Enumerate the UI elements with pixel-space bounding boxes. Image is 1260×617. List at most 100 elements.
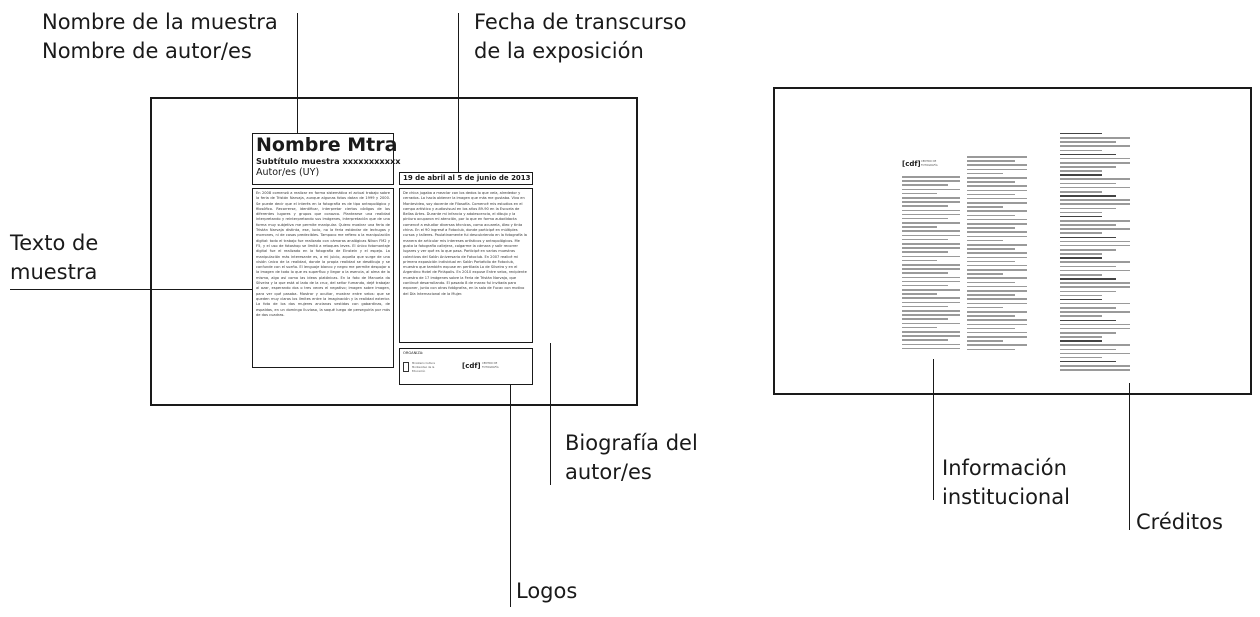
text-line-placeholder (902, 226, 937, 228)
sample-text: En 2008 comenzó a realizar en forma sist… (256, 191, 390, 317)
text-line-placeholder (902, 234, 960, 237)
text-line-placeholder (1060, 141, 1116, 143)
text-line-placeholder (1060, 282, 1130, 284)
text-line-placeholder (1060, 261, 1130, 263)
text-line-placeholder (1060, 249, 1116, 251)
text-line-placeholder (967, 273, 1003, 275)
text-line-placeholder (902, 326, 937, 329)
text-line-placeholder (1060, 203, 1130, 205)
text-line-placeholder (1060, 298, 1102, 301)
text-line-placeholder (1060, 294, 1102, 297)
text-line-placeholder (1060, 356, 1102, 359)
logos-box: ORGANIZA: Ministerio Cultura Montevideo … (399, 348, 533, 385)
text-line-placeholder (1060, 265, 1116, 268)
text-line-placeholder (967, 277, 1027, 280)
text-line-placeholder (967, 181, 1015, 183)
text-line-placeholder (967, 185, 1027, 187)
text-line-placeholder (967, 218, 1027, 221)
text-line-placeholder (902, 335, 960, 337)
text-line-placeholder (967, 243, 1027, 246)
callout-date-line1: Fecha de transcurso (474, 10, 687, 34)
cdf-logo-text: CENTRO DE FOTOGRAFÍA (482, 362, 499, 369)
leader-line-logos (510, 385, 511, 607)
text-line-placeholder (1060, 219, 1130, 222)
text-line-placeholder (1060, 228, 1130, 230)
date-box: 19 de abril al 5 de junio de 2013 (399, 172, 533, 185)
callout-credits: Créditos (1136, 510, 1223, 534)
biography-text: De chica jugaba a mezclar con los dedos … (403, 191, 527, 296)
text-line-placeholder (1060, 327, 1130, 330)
credits-text-lines (1060, 133, 1130, 371)
text-line-placeholder (902, 192, 937, 195)
text-line-placeholder (967, 298, 1027, 300)
ministry-logo-text: Ministerio Cultura Montevideo de la Educ… (412, 362, 435, 373)
exhibition-panel-back (773, 87, 1252, 395)
text-line-placeholder (902, 238, 949, 241)
text-line-placeholder (1060, 361, 1116, 363)
text-line-placeholder (1060, 161, 1130, 164)
leader-line-bio (550, 343, 551, 485)
text-line-placeholder (902, 184, 949, 186)
text-line-placeholder (1060, 178, 1130, 181)
callout-logos: Logos (516, 579, 578, 603)
text-line-placeholder (967, 344, 1027, 347)
text-line-placeholder (967, 336, 1027, 338)
text-line-placeholder (967, 315, 1015, 317)
text-line-placeholder (1060, 182, 1116, 185)
cdf-logo-mark: [cdf] (462, 362, 481, 370)
text-line-placeholder (902, 251, 949, 253)
organiza-label: ORGANIZA: (403, 351, 424, 355)
text-line-placeholder (1060, 340, 1102, 342)
text-line-placeholder (902, 255, 960, 258)
text-line-placeholder (1060, 207, 1116, 210)
text-line-placeholder (902, 339, 949, 341)
text-line-placeholder (1060, 133, 1102, 135)
text-line-placeholder (1060, 191, 1102, 193)
text-line-placeholder (967, 214, 1015, 217)
text-line-placeholder (1060, 215, 1102, 218)
text-line-placeholder (967, 248, 1015, 250)
text-line-placeholder (1060, 336, 1102, 338)
text-line-placeholder (902, 310, 960, 312)
text-line-placeholder (967, 327, 1015, 330)
text-line-placeholder (902, 230, 960, 233)
text-line-placeholder (1060, 311, 1130, 313)
title-block: Nombre Mtra Subtítulo muestra xxxxxxxxxx… (252, 133, 401, 185)
ministry-emblem-icon (403, 362, 409, 372)
text-line-placeholder (1060, 302, 1130, 305)
text-line-placeholder (902, 284, 949, 287)
text-line-placeholder (1060, 244, 1130, 247)
back-cdf-logo: [cdf] CENTRO DE FOTOGRAFÍA (902, 159, 942, 171)
text-line-placeholder (902, 247, 960, 249)
text-line-placeholder (1060, 257, 1102, 259)
text-line-placeholder (967, 340, 1003, 342)
text-line-placeholder (902, 196, 960, 199)
text-line-placeholder (902, 343, 960, 346)
text-line-placeholder (967, 239, 1003, 242)
text-line-placeholder (902, 213, 960, 216)
text-line-placeholder (967, 189, 1027, 192)
text-line-placeholder (967, 256, 1027, 259)
text-line-placeholder (902, 205, 949, 207)
leader-line-sample-text (10, 289, 252, 290)
callout-info-line1: Información (942, 456, 1067, 480)
text-line-placeholder (1060, 186, 1130, 189)
text-line-placeholder (967, 197, 1027, 200)
text-line-placeholder (1060, 307, 1116, 309)
text-line-placeholder (967, 202, 1027, 204)
leader-line-credits (1129, 383, 1130, 530)
text-line-placeholder (1060, 195, 1116, 197)
exhibition-panel-front (150, 97, 638, 406)
text-line-placeholder (967, 294, 1015, 296)
text-line-placeholder (1060, 286, 1130, 288)
text-line-placeholder (1060, 348, 1116, 351)
text-line-placeholder (967, 231, 1027, 233)
text-line-placeholder (967, 172, 1003, 175)
text-line-placeholder (1060, 149, 1102, 152)
text-line-placeholder (967, 306, 1003, 309)
text-line-placeholder (967, 164, 1027, 166)
text-line-placeholder (902, 276, 960, 279)
callout-sample-text-line1: Texto de (10, 231, 99, 255)
text-line-placeholder (902, 180, 960, 182)
text-line-placeholder (1060, 236, 1116, 239)
